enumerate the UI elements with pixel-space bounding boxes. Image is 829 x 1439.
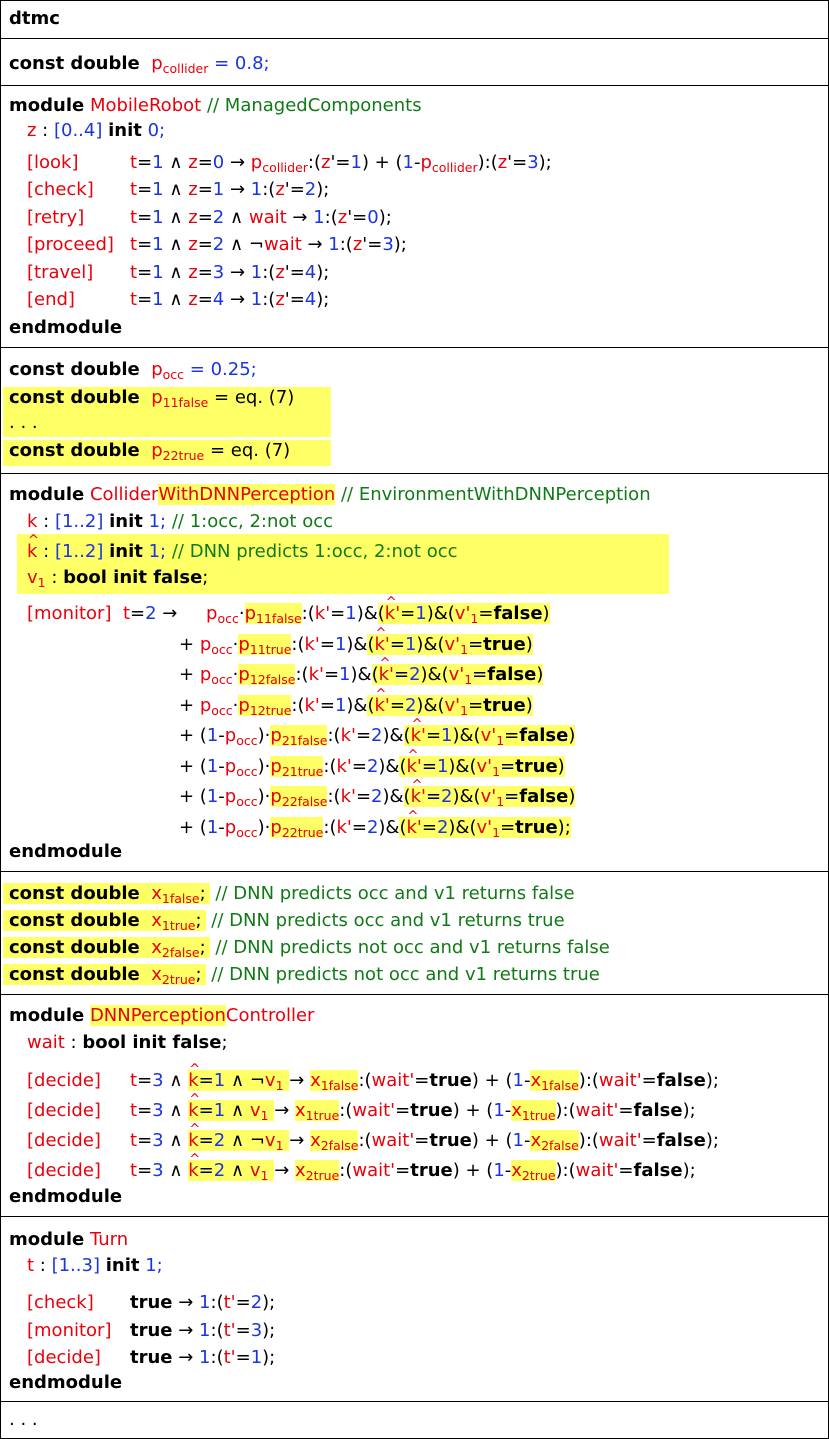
command-body: t=1 ∧ z=4 → 1:(z'=4); bbox=[130, 289, 330, 310]
var-wait-decl: wait : bool init false; bbox=[27, 1032, 228, 1053]
monitor-term: + (1-pocc)·p21false:(k'=2)&(k'=1)&(v'1=f… bbox=[179, 714, 576, 748]
monitor-term: + (1-pocc)·p22true:(k'=2)&(k'=2)&(v'1=tr… bbox=[179, 806, 571, 840]
command-action: [decide] bbox=[27, 1160, 101, 1181]
var-t-decl: t : [1..3] init 1; bbox=[27, 1255, 163, 1276]
command-action: [check] bbox=[27, 1292, 94, 1313]
const-name: pcollider bbox=[151, 53, 209, 76]
const-x: const double x1true; // DNN predicts occ… bbox=[3, 910, 565, 933]
var-k-decl: k : [1..2] init 1; // 1:occ, 2:not occ bbox=[27, 511, 333, 532]
command-body: true → 1:(t'=2); bbox=[130, 1292, 276, 1313]
divider bbox=[1, 347, 828, 348]
command-action: [look] bbox=[27, 152, 79, 173]
command-action: [decide] bbox=[27, 1347, 101, 1368]
monitor-term: + (1-pocc)·p22false:(k'=2)&(k'=2)&(v'1=f… bbox=[179, 775, 576, 809]
command-body: t=3 ∧ k=2 ∧ ¬v1 → x2false:(wait'=true) +… bbox=[130, 1119, 719, 1153]
divider bbox=[1, 85, 828, 86]
endmodule: endmodule bbox=[9, 317, 123, 338]
command-body: t=1 ∧ z=0 → pcollider:(z'=1) + (1-pcolli… bbox=[130, 152, 552, 175]
var-khat-decl: k : [1..2] init 1; // DNN predicts 1:occ… bbox=[27, 530, 458, 563]
command-body: true → 1:(t'=3); bbox=[130, 1319, 276, 1341]
var-v1-decl: v1 : bool init false; bbox=[27, 567, 209, 590]
command-action: [retry] bbox=[27, 206, 85, 228]
command-action: [proceed] bbox=[27, 234, 114, 256]
command-body: t=3 ∧ k=1 ∧ ¬v1 → x1false:(wait'=true) +… bbox=[130, 1059, 719, 1093]
monitor-command-head: [monitor] t=2 → bbox=[27, 603, 178, 624]
divider bbox=[1, 473, 828, 474]
command-body: true → 1:(t'=1); bbox=[130, 1347, 276, 1368]
command-body: t=1 ∧ z=3 → 1:(z'=4); bbox=[130, 261, 330, 283]
const-x: const double x1false; // DNN predicts oc… bbox=[3, 883, 575, 906]
endmodule: endmodule bbox=[9, 1372, 123, 1393]
divider bbox=[1, 1216, 828, 1217]
const-ellipsis: . . . bbox=[3, 412, 331, 437]
const-x: const double x2true; // DNN predicts not… bbox=[3, 964, 600, 987]
command-action: [decide] bbox=[27, 1130, 101, 1151]
footer-ellipsis: . . . bbox=[9, 1409, 38, 1430]
divider bbox=[1, 871, 828, 872]
endmodule: endmodule bbox=[9, 1186, 123, 1207]
const-p-occ: const double pocc = 0.25; bbox=[9, 359, 257, 382]
highlight-block bbox=[17, 534, 669, 594]
monitor-term: + pocc·p12true:(k'=1)&(k'=2)&(v'1=true) bbox=[179, 684, 533, 718]
endmodule: endmodule bbox=[9, 841, 123, 862]
monitor-term: pocc·p11false:(k'=1)&(k'=1)&(v'1=false) bbox=[206, 592, 550, 626]
monitor-term: + pocc·p12false:(k'=1)&(k'=2)&(v'1=false… bbox=[179, 653, 544, 687]
divider bbox=[1, 1401, 828, 1402]
command-action: [decide] bbox=[27, 1070, 101, 1091]
divider bbox=[1, 994, 828, 995]
command-action: [end] bbox=[27, 289, 75, 310]
module-collider-header: module ColliderWithDNNPerception // Envi… bbox=[9, 484, 651, 505]
monitor-term: + pocc·p11true:(k'=1)&(k'=1)&(v'1=true) bbox=[179, 623, 533, 657]
const-p22true: const double p22true = eq. (7) bbox=[3, 440, 331, 466]
monitor-term: + (1-pocc)·p21true:(k'=2)&(k'=1)&(v'1=tr… bbox=[179, 745, 565, 779]
command-body: t=1 ∧ z=2 ∧ ¬wait → 1:(z'=3); bbox=[130, 234, 407, 256]
command-action: [monitor] bbox=[27, 1319, 112, 1341]
module-mobilerobot-header: module MobileRobot // ManagedComponents bbox=[9, 95, 422, 116]
const-x: const double x2false; // DNN predicts no… bbox=[3, 937, 610, 960]
module-turn-header: module Turn bbox=[9, 1229, 129, 1250]
const-p11false: const double p11false = eq. (7) bbox=[3, 387, 331, 412]
command-action: [decide] bbox=[27, 1100, 101, 1121]
command-action: [check] bbox=[27, 179, 94, 201]
const-p-collider: const double pcollider = 0.8; bbox=[9, 53, 270, 76]
command-body: t=1 ∧ z=1 → 1:(z'=2); bbox=[130, 179, 330, 201]
var-z-decl: z : [0..4] init 0; bbox=[27, 120, 166, 141]
divider bbox=[1, 38, 828, 39]
command-action: [travel] bbox=[27, 261, 94, 283]
command-body: t=3 ∧ k=1 ∧ v1 → x1true:(wait'=true) + (… bbox=[130, 1089, 696, 1123]
command-body: t=3 ∧ k=2 ∧ v1 → x2true:(wait'=true) + (… bbox=[130, 1149, 696, 1183]
module-controller-header: module DNNPerceptionController bbox=[9, 1005, 315, 1026]
model-type: dtmc bbox=[9, 8, 60, 29]
command-body: t=1 ∧ z=2 ∧ wait → 1:(z'=0); bbox=[130, 206, 392, 228]
